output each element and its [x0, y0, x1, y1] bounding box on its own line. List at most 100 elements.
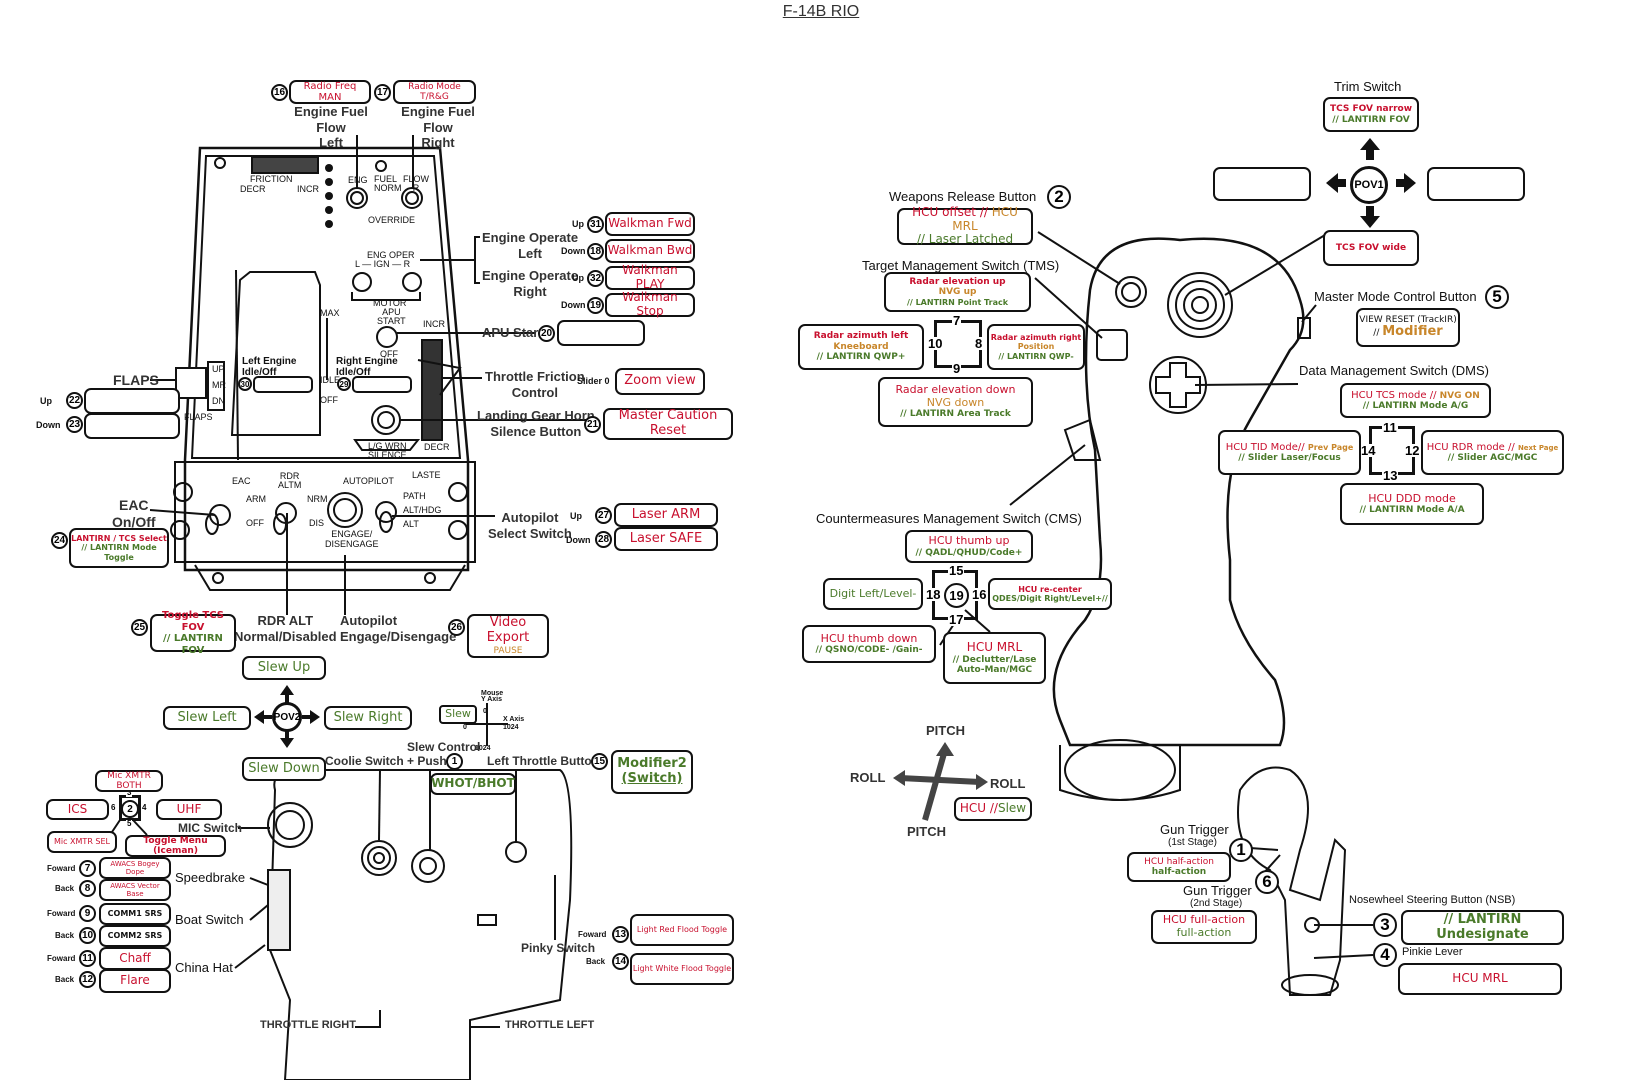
- path-label: PATH: [403, 491, 426, 501]
- awacs-bogey-dope-binding[interactable]: AWACS Bogey Dope: [99, 857, 171, 879]
- hcu-mrl-text: HCU MRL: [952, 204, 1018, 233]
- apu-start-binding[interactable]: [557, 320, 645, 346]
- left-engine-idle-binding[interactable]: [253, 376, 313, 393]
- dms-right-binding[interactable]: HCU RDR mode // Next Page // Slider AGC/…: [1421, 430, 1564, 475]
- weapons-release-binding[interactable]: HCU offset // HCU MRL // Laser Latched: [897, 204, 1033, 246]
- button-number-20: 20: [538, 325, 555, 342]
- tms-left-binding[interactable]: Radar azimuth left Kneeboard // LANTIRN …: [798, 324, 924, 370]
- dms-up-binding[interactable]: HCU TCS mode // NVG ON // LANTIRN Mode A…: [1340, 383, 1491, 418]
- video-export-line1: Video Export: [486, 614, 530, 645]
- toggle-tcs-fov-binding[interactable]: Toggle TCS FOV // LANTIRN FOV: [150, 610, 236, 656]
- motor-label: MOTOR: [373, 298, 407, 308]
- cms-down-binding[interactable]: HCU thumb down // QSNO/CODE- /Gain-: [802, 625, 936, 663]
- uhf-binding[interactable]: UHF: [156, 799, 222, 820]
- flaps-down-binding[interactable]: [84, 413, 180, 439]
- radio-freq-man-binding[interactable]: Radio Freq MAN: [289, 80, 371, 104]
- cms-push-binding[interactable]: HCU MRL // Declutter/Lase Auto-Man/MGC: [943, 632, 1046, 684]
- idle-label: IDLE: [320, 375, 341, 385]
- button-number-9: 9: [79, 905, 96, 922]
- speedbrake-label: Speedbrake: [175, 870, 246, 885]
- y-axis-zero: 0: [483, 708, 487, 715]
- cms-label: Countermeasures Management Switch (CMS): [816, 511, 1082, 526]
- incr-label: INCR: [297, 184, 319, 194]
- walkman-fwd-binding[interactable]: Walkman Fwd: [605, 212, 695, 236]
- button-number-18: 18: [587, 243, 604, 260]
- slew-down-binding[interactable]: Slew Down: [242, 757, 326, 781]
- button-number-30: 30: [238, 377, 252, 391]
- dms-right-part2: Next Page: [1517, 443, 1559, 452]
- master-caution-reset-binding[interactable]: Master Caution Reset: [603, 408, 733, 440]
- laser-arm-binding[interactable]: Laser ARM: [614, 503, 718, 527]
- button-number-19: 19: [587, 297, 604, 314]
- right-engine-idle-binding[interactable]: [352, 376, 412, 393]
- hcu-half-action-binding[interactable]: HCU half-action half-action: [1127, 852, 1231, 882]
- slew-right-binding[interactable]: Slew Right: [324, 706, 412, 730]
- awacs-vector-base-binding[interactable]: AWACS Vector Base: [99, 879, 171, 901]
- rdr-alt-binding-line1: Toggle TCS FOV: [162, 610, 224, 633]
- mic-xmtr-both-binding[interactable]: Mic XMTR BOTH: [95, 770, 163, 792]
- hcu-full-action-binding[interactable]: HCU full-action full-action: [1151, 910, 1257, 944]
- lantirn-undesignate-binding[interactable]: // LANTIRN Undesignate: [1401, 910, 1564, 945]
- tms-up-line1: Radar elevation up: [909, 277, 1006, 288]
- video-export-binding[interactable]: Video Export PAUSE: [467, 614, 549, 658]
- full-action-line2: full-action: [1176, 926, 1232, 939]
- flare-binding[interactable]: Flare: [99, 969, 171, 993]
- cms-num-16: 16: [971, 587, 988, 602]
- mic-xmtr-sel-binding[interactable]: Mic XMTR SEL: [47, 831, 117, 853]
- modifier2-binding[interactable]: Modifier2 (Switch): [611, 750, 693, 794]
- dms-down-binding[interactable]: HCU DDD mode // LANTIRN Mode A/A: [1340, 483, 1484, 525]
- comm2-srs-binding[interactable]: COMM2 SRS: [99, 925, 171, 947]
- china-hat-fwd-dir: Foward: [47, 954, 76, 963]
- light-white-flood-binding[interactable]: Light White Flood Toggle: [630, 953, 734, 985]
- pinkie-hcu-mrl-binding[interactable]: HCU MRL: [1398, 963, 1562, 995]
- cms-up-binding[interactable]: HCU thumb up // QADL/QHUD/Code+: [905, 530, 1033, 563]
- flaps-up-binding[interactable]: [84, 388, 180, 414]
- chaff-binding[interactable]: Chaff: [99, 947, 171, 970]
- trim-left-binding[interactable]: [1213, 167, 1311, 201]
- light-red-flood-binding[interactable]: Light Red Flood Toggle: [630, 914, 734, 946]
- dms-up-part2: NVG ON: [1439, 390, 1480, 401]
- tms-down-binding[interactable]: Radar elevation down NVG down // LANTIRN…: [878, 377, 1033, 427]
- button-number-26: 26: [448, 619, 465, 636]
- button-number-27: 27: [595, 507, 612, 524]
- zoom-view-binding[interactable]: Zoom view: [615, 368, 705, 395]
- tcs-fov-wide-binding[interactable]: TCS FOV wide: [1323, 230, 1419, 266]
- walkman-bwd-binding[interactable]: Walkman Bwd: [605, 239, 695, 263]
- pinkie-lever-label: Pinkie Lever: [1402, 946, 1463, 958]
- boat-fwd-dir: Foward: [47, 909, 76, 918]
- toggle-menu-iceman-binding[interactable]: Toggle Menu (Iceman): [125, 835, 226, 857]
- ics-binding[interactable]: ICS: [46, 799, 109, 820]
- button-number-2-stick: 2: [1047, 185, 1071, 209]
- hcu-slew-binding[interactable]: HCU // Slew: [954, 797, 1032, 821]
- cms-left-binding[interactable]: Digit Left/Level-: [823, 578, 923, 610]
- slew-left-binding[interactable]: Slew Left: [163, 706, 251, 730]
- dms-left-binding[interactable]: HCU TID Mode// Prev Page // Slider Laser…: [1218, 430, 1361, 475]
- radio-mode-binding[interactable]: Radio Mode T/R&G: [393, 80, 476, 104]
- eac-binding-line1: LANTIRN / TCS Select: [71, 534, 167, 544]
- tms-up-binding[interactable]: Radar elevation up NVG up // LANTIRN Poi…: [884, 272, 1031, 312]
- laser-safe-binding[interactable]: Laser SAFE: [614, 527, 718, 551]
- walkman-stop-dir: Down: [561, 300, 586, 310]
- x-axis-max: 1024: [503, 724, 519, 731]
- mic-num-6: 6: [110, 803, 117, 812]
- lantirn-tcs-select-binding[interactable]: LANTIRN / TCS Select // LANTIRN Mode Tog…: [69, 528, 169, 568]
- cms-right-binding[interactable]: HCU re-center QDES/Digit Right/Level+//: [988, 578, 1112, 610]
- cms-up-line2: // QADL/QHUD/Code+: [915, 547, 1023, 558]
- slew-binding[interactable]: Slew: [439, 705, 477, 724]
- tcs-fov-narrow-binding[interactable]: TCS FOV narrow // LANTIRN FOV: [1323, 97, 1419, 132]
- button-number-22: 22: [66, 392, 83, 409]
- eac-panel-label: EAC: [232, 476, 251, 486]
- view-reset-binding[interactable]: VIEW RESET (TrackIR) // Modifier: [1356, 308, 1460, 347]
- tms-right-binding[interactable]: Radar azimuth right Position // LANTIRN …: [987, 324, 1085, 370]
- mic-num-5: 5: [126, 819, 133, 828]
- walkman-stop-binding[interactable]: Walkman Stop: [605, 290, 695, 318]
- comm1-srs-binding[interactable]: COMM1 SRS: [99, 903, 171, 925]
- mic-switch-label: MIC Switch: [178, 821, 243, 835]
- cms-right-line1: HCU re-center: [1018, 584, 1082, 594]
- slew-up-binding[interactable]: Slew Up: [242, 656, 326, 680]
- trim-right-binding[interactable]: [1427, 167, 1525, 201]
- autopilot-engage-label: Autopilot Engage/Disengage: [340, 613, 457, 644]
- throttle-quadrant-outline: [183, 146, 470, 572]
- walkman-play-binding[interactable]: Walkman PLAY: [605, 263, 695, 291]
- whot-bhot-binding[interactable]: WHOT/BHOT: [430, 773, 516, 795]
